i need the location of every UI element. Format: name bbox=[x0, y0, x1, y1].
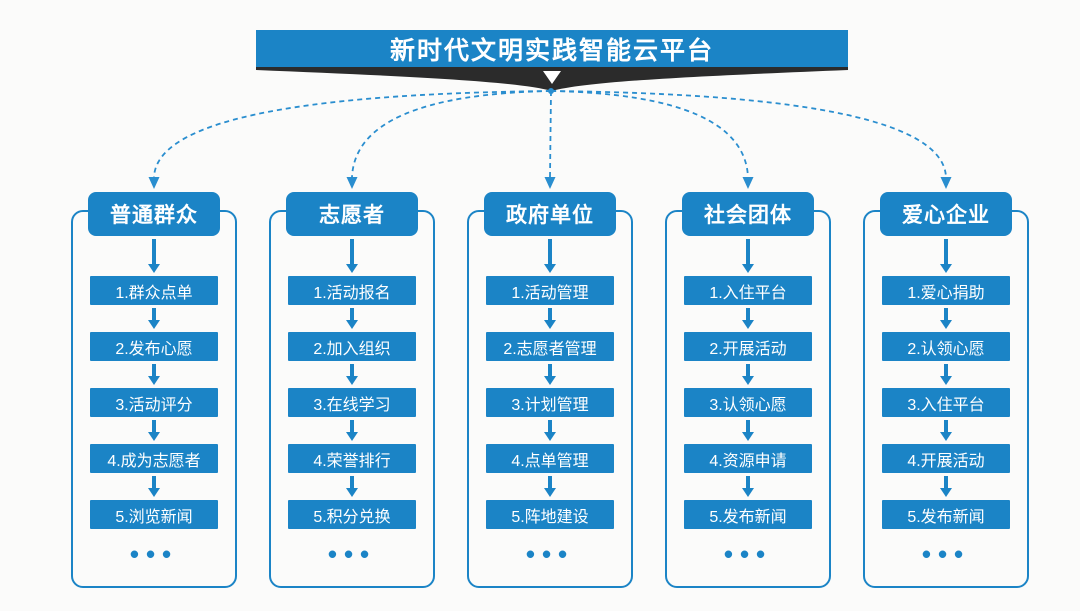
connector-line-5 bbox=[550, 90, 947, 178]
down-arrow-icon bbox=[350, 420, 354, 432]
arrowhead-icon bbox=[940, 177, 952, 189]
down-arrow-icon bbox=[746, 308, 750, 320]
down-arrow-icon bbox=[152, 420, 156, 432]
arrowhead-icon bbox=[544, 177, 556, 189]
column-flow: 志愿者 1.活动报名 2.加入组织 3.在线学习 4.荣誉排行 5.积分兑换 ••• bbox=[267, 192, 437, 567]
column-header: 普通群众 bbox=[88, 192, 220, 236]
flow-step: 1.爱心捐助 bbox=[882, 276, 1010, 305]
more-steps-ellipsis: ••• bbox=[525, 539, 575, 569]
down-arrow-icon bbox=[350, 308, 354, 320]
flow-step: 2.志愿者管理 bbox=[486, 332, 614, 361]
flow-step: 4.资源申请 bbox=[684, 444, 812, 473]
down-arrow-icon bbox=[543, 71, 561, 84]
down-arrow-icon bbox=[746, 364, 750, 376]
down-arrow-icon bbox=[746, 476, 750, 488]
more-steps-ellipsis: ••• bbox=[327, 539, 377, 569]
flow-step: 1.入住平台 bbox=[684, 276, 812, 305]
column-header: 志愿者 bbox=[286, 192, 418, 236]
flow-step: 2.开展活动 bbox=[684, 332, 812, 361]
flow-step: 4.成为志愿者 bbox=[90, 444, 218, 473]
fanout-connectors bbox=[148, 88, 952, 189]
flow-step: 4.点单管理 bbox=[486, 444, 614, 473]
down-arrow-icon bbox=[350, 239, 354, 264]
down-arrow-icon bbox=[548, 239, 552, 264]
down-arrow-icon bbox=[152, 476, 156, 488]
flow-step: 3.计划管理 bbox=[486, 388, 614, 417]
arrowhead-icon bbox=[148, 177, 160, 189]
down-arrow-icon bbox=[746, 420, 750, 432]
title-ribbon bbox=[256, 67, 848, 91]
down-arrow-icon bbox=[152, 239, 156, 264]
role-column: 志愿者 1.活动报名 2.加入组织 3.在线学习 4.荣誉排行 5.积分兑换 ••• bbox=[267, 192, 437, 592]
connector-line-4 bbox=[550, 90, 749, 178]
down-arrow-icon bbox=[350, 476, 354, 488]
flow-step: 3.在线学习 bbox=[288, 388, 416, 417]
down-arrow-icon bbox=[548, 364, 552, 376]
role-column: 普通群众 1.群众点单 2.发布心愿 3.活动评分 4.成为志愿者 5.浏览新闻 ••• bbox=[69, 192, 239, 592]
flow-step: 5.发布新闻 bbox=[882, 500, 1010, 529]
column-flow: 社会团体 1.入住平台 2.开展活动 3.认领心愿 4.资源申请 5.发布新闻 ••• bbox=[663, 192, 833, 567]
arrowhead-icon bbox=[742, 177, 754, 189]
column-flow: 普通群众 1.群众点单 2.发布心愿 3.活动评分 4.成为志愿者 5.浏览新闻 ••• bbox=[69, 192, 239, 567]
flow-step: 1.群众点单 bbox=[90, 276, 218, 305]
flow-step: 5.浏览新闻 bbox=[90, 500, 218, 529]
flow-step: 3.认领心愿 bbox=[684, 388, 812, 417]
column-header: 爱心企业 bbox=[880, 192, 1012, 236]
flow-step: 3.入住平台 bbox=[882, 388, 1010, 417]
more-steps-ellipsis: ••• bbox=[129, 539, 179, 569]
flow-step: 2.发布心愿 bbox=[90, 332, 218, 361]
connector-line-2 bbox=[351, 90, 552, 178]
down-arrow-icon bbox=[152, 364, 156, 376]
role-column: 社会团体 1.入住平台 2.开展活动 3.认领心愿 4.资源申请 5.发布新闻 ••• bbox=[663, 192, 833, 592]
flow-step: 3.活动评分 bbox=[90, 388, 218, 417]
role-column: 爱心企业 1.爱心捐助 2.认领心愿 3.入住平台 4.开展活动 5.发布新闻 ••• bbox=[861, 192, 1031, 592]
flow-step: 1.活动报名 bbox=[288, 276, 416, 305]
column-flow: 爱心企业 1.爱心捐助 2.认领心愿 3.入住平台 4.开展活动 5.发布新闻 ••• bbox=[861, 192, 1031, 567]
connector-line-1 bbox=[153, 90, 552, 178]
flow-step: 4.开展活动 bbox=[882, 444, 1010, 473]
flow-step: 2.认领心愿 bbox=[882, 332, 1010, 361]
down-arrow-icon bbox=[548, 476, 552, 488]
column-flow: 政府单位 1.活动管理 2.志愿者管理 3.计划管理 4.点单管理 5.阵地建设 ••• bbox=[465, 192, 635, 567]
down-arrow-icon bbox=[152, 308, 156, 320]
role-column: 政府单位 1.活动管理 2.志愿者管理 3.计划管理 4.点单管理 5.阵地建设 ••• bbox=[465, 192, 635, 592]
flow-step: 4.荣誉排行 bbox=[288, 444, 416, 473]
flow-step: 5.积分兑换 bbox=[288, 500, 416, 529]
more-steps-ellipsis: ••• bbox=[723, 539, 773, 569]
down-arrow-icon bbox=[350, 364, 354, 376]
down-arrow-icon bbox=[944, 420, 948, 432]
down-arrow-icon bbox=[548, 308, 552, 320]
flow-step: 5.发布新闻 bbox=[684, 500, 812, 529]
arrowhead-icon bbox=[346, 177, 358, 189]
flow-step: 1.活动管理 bbox=[486, 276, 614, 305]
platform-title-banner: 新时代文明实践智能云平台 bbox=[256, 30, 848, 68]
platform-title: 新时代文明实践智能云平台 bbox=[389, 37, 714, 65]
flow-step: 5.阵地建设 bbox=[486, 500, 614, 529]
column-header: 社会团体 bbox=[682, 192, 814, 236]
down-arrow-icon bbox=[746, 239, 750, 264]
down-arrow-icon bbox=[944, 308, 948, 320]
down-arrow-icon bbox=[944, 364, 948, 376]
down-arrow-icon bbox=[944, 239, 948, 264]
flow-step: 2.加入组织 bbox=[288, 332, 416, 361]
more-steps-ellipsis: ••• bbox=[921, 539, 971, 569]
down-arrow-icon bbox=[944, 476, 948, 488]
down-arrow-icon bbox=[548, 420, 552, 432]
column-header: 政府单位 bbox=[484, 192, 616, 236]
